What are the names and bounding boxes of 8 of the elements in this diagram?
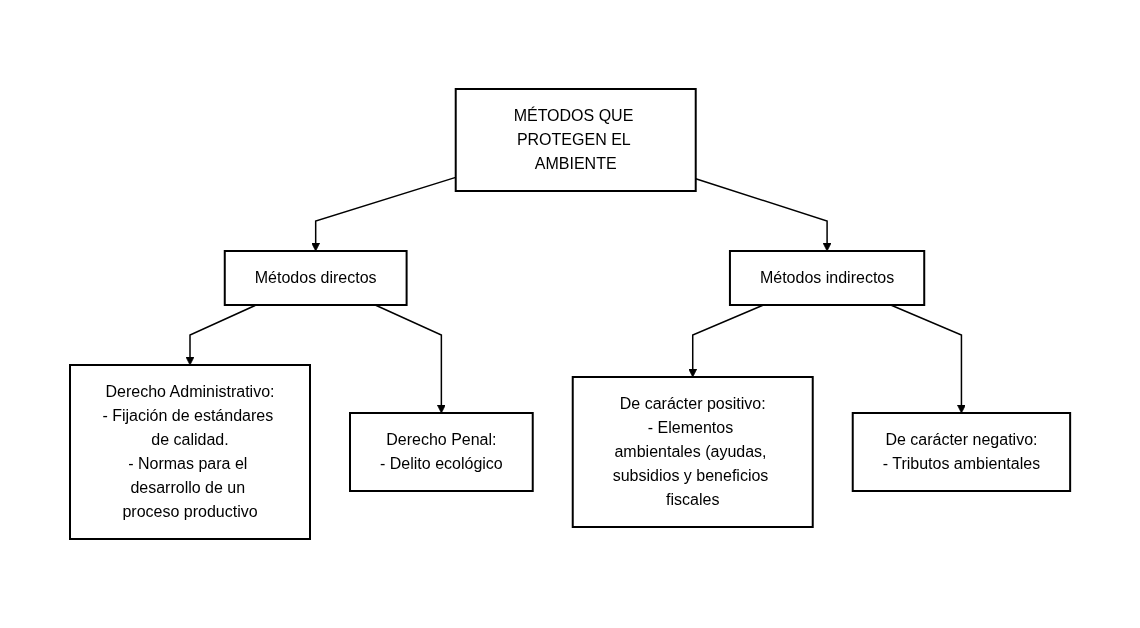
node-box: MÉTODOS QUE PROTEGEN EL AMBIENTE [454,88,697,192]
node-box: De carácter negativo: - Tributos ambientales [851,412,1072,492]
node-box: Métodos indirectos [728,250,926,306]
arrow [185,304,257,366]
node-box: Derecho Penal: - Delito ecológico [348,412,534,492]
node-box: Derecho Administrativo: - Fijación de estándares de calidad. - Normas para el desarrollo de un proceso productivo [68,364,311,540]
node-box: Métodos directos [223,250,408,306]
node-box: De carácter positivo: - Elementos ambientales (ayudas, subsidios y beneficios fiscales [571,376,814,528]
